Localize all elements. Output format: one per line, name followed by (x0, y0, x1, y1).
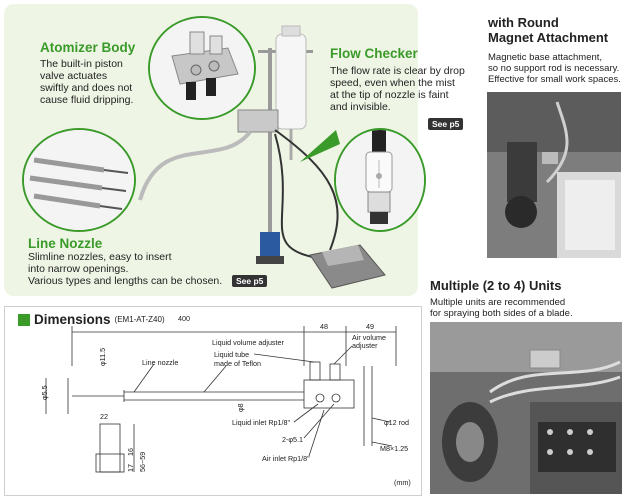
atomizer-closeup (148, 16, 256, 120)
label-air-volume-1: Air volume (352, 333, 386, 342)
label-air-inlet: Air inlet Rp1/8" (262, 454, 310, 463)
label-line-nozzle: Line nozzle (142, 358, 179, 367)
label-2-5-1: 2-φ5.1 (282, 435, 304, 444)
label-m8: M8×1.25 (380, 444, 409, 453)
multiple-units-text: Multiple units are recommended for spray… (430, 297, 573, 319)
label-liquid-tube-2: made of Teflon (214, 359, 262, 368)
round-magnet-photo (487, 92, 621, 258)
flow-checker-title: Flow Checker (330, 46, 418, 61)
dim-16: 16 (126, 448, 135, 456)
atomizer-text: The built-in piston valve actuates swift… (40, 58, 134, 106)
label-liquid-inlet: Liquid inlet Rp1/8" (232, 418, 291, 427)
dim-22: 22 (100, 412, 108, 421)
round-magnet-title: with Round Magnet Attachment (488, 15, 609, 45)
line-nozzle-closeup (22, 128, 136, 232)
dimensions-panel (4, 306, 422, 496)
dimensions-unit: (mm) (394, 478, 411, 487)
dim-56-59: 56~59 (138, 451, 147, 472)
flow-checker-text: The flow rate is clear by drop speed, ev… (330, 65, 465, 113)
label-rod: φ12 rod (384, 418, 410, 427)
dimensions-header: Dimensions (EM1-AT-Z40) (18, 312, 165, 327)
round-magnet-text: Magnetic base attachment, so no support … (488, 52, 621, 85)
dim-400: 400 (178, 314, 190, 323)
atomizer-title: Atomizer Body (40, 40, 136, 55)
dim-8: φ8 (236, 403, 245, 412)
dimension-drawing (45, 326, 397, 473)
multiple-units-photo (430, 322, 622, 494)
dim-5-5: φ5.5 (40, 385, 49, 400)
label-air-volume-2: adjuster (352, 341, 378, 350)
product-illustration (138, 25, 386, 289)
flow-checker-closeup (334, 128, 426, 232)
dim-17: 17 (126, 464, 135, 472)
dim-48: 48 (320, 322, 328, 331)
flow-checker-pointer (300, 130, 340, 162)
dimensions-title: Dimensions (34, 312, 111, 327)
label-liquid-volume-adjuster: Liquid volume adjuster (212, 338, 284, 347)
line-nozzle-text: Slimline nozzles, easy to insert into na… (28, 251, 223, 287)
label-liquid-tube-1: Liquid tube (214, 350, 250, 359)
dim-11-5: φ11.5 (98, 347, 107, 366)
multiple-units-title: Multiple (2 to 4) Units (430, 278, 562, 293)
dim-49: 49 (366, 322, 374, 331)
dimensions-model: (EM1-AT-Z40) (114, 315, 165, 324)
line-nozzle-see-badge: See p5 (232, 275, 268, 287)
flow-checker-see-badge: See p5 (428, 118, 464, 130)
section-marker-icon (18, 313, 30, 326)
line-nozzle-title: Line Nozzle (28, 236, 103, 251)
